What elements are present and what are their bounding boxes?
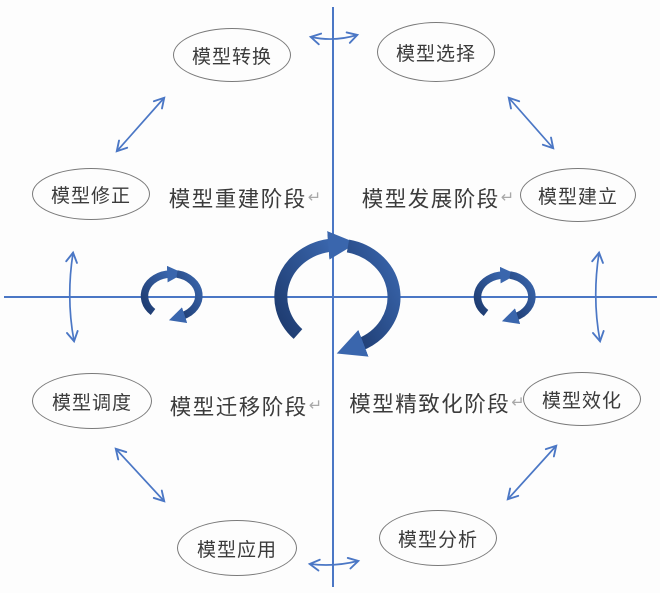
ellipse-model-schedule: 模型调度 <box>32 373 152 429</box>
cycle-arrow-small-right-left-arc <box>473 266 517 316</box>
double-headed-arrows <box>65 31 605 572</box>
cycle-arrow-small-right <box>473 266 536 324</box>
double-arrow-right-vertical <box>591 250 605 344</box>
ellipse-label: 模型转换 <box>191 45 272 68</box>
ellipse-model-revise: 模型修正 <box>32 168 150 220</box>
double-arrow-topleft-diagonal <box>115 96 166 153</box>
ellipse-label: 模型修正 <box>50 184 131 207</box>
return-mark: ↵ <box>308 395 323 415</box>
ellipse-label: 模型分析 <box>397 528 478 551</box>
cycle-arrow-small-left-left-arc <box>140 265 184 315</box>
ellipse-model-select: 模型选择 <box>377 22 495 82</box>
quadrant-label-develop-phase: 模型发展阶段↵ <box>362 183 514 214</box>
ellipse-model-transform: 模型转换 <box>173 28 291 82</box>
return-mark: ↵ <box>511 392 525 412</box>
cycle-arrow-small-left <box>140 265 203 323</box>
quadrant-label-text: 模型精致化阶段 <box>349 392 511 418</box>
double-arrow-bottom-horizontal <box>307 557 361 572</box>
cycle-arrow-small-left-right-arc <box>168 270 203 323</box>
ellipse-label: 模型效化 <box>541 389 622 412</box>
quadrant-label-text: 模型重建阶段 <box>168 187 307 213</box>
ellipse-model-apply: 模型应用 <box>177 520 297 576</box>
cycle-arrow-large-left-arc <box>274 231 357 339</box>
double-arrow-top-horizontal <box>308 31 360 46</box>
ellipse-label: 模型调度 <box>51 391 132 414</box>
double-arrow-bottomleft-diagonal <box>114 447 166 503</box>
quadrant-label-text: 模型迁移阶段 <box>169 395 308 421</box>
quadrant-label-rebuild-phase: 模型重建阶段↵ <box>169 183 321 214</box>
cycle-arrow-large <box>274 231 401 357</box>
double-arrow-topright-diagonal <box>507 96 555 150</box>
axis-cross <box>4 7 657 587</box>
return-mark: ↵ <box>307 187 322 207</box>
ellipse-model-analyze: 模型分析 <box>379 510 497 566</box>
ellipse-label: 模型建立 <box>537 185 618 208</box>
quadrant-label-text: 模型发展阶段 <box>361 187 500 213</box>
double-arrow-left-vertical <box>65 250 79 344</box>
ellipse-label: 模型应用 <box>196 538 277 561</box>
quadrant-label-refine-phase: 模型精致化阶段↵ <box>349 388 524 419</box>
ellipse-model-validate: 模型效化 <box>523 372 641 426</box>
cycle-arrow-large-right-arc <box>336 239 401 357</box>
ellipse-label: 模型选择 <box>395 42 476 65</box>
return-mark: ↵ <box>500 187 515 207</box>
cycle-arrow-small-right-right-arc <box>501 271 536 324</box>
ellipse-model-establish: 模型建立 <box>520 168 636 222</box>
quadrant-label-migrate-phase: 模型迁移阶段↵ <box>170 391 322 422</box>
double-arrow-bottomright-diagonal <box>506 444 558 501</box>
